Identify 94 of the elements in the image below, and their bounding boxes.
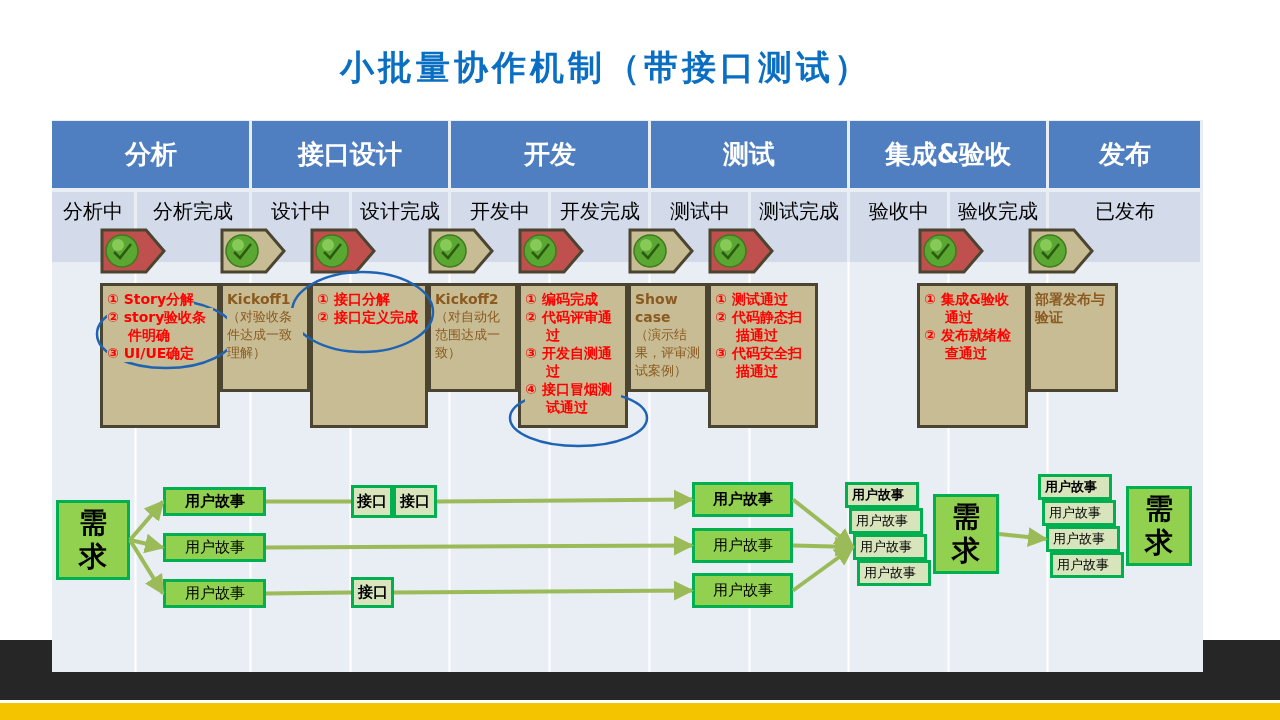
user-story-box (692, 482, 793, 517)
checklist-item: ② 接口定义完成 (317, 308, 418, 326)
interface-box (393, 485, 437, 518)
phase-header (850, 121, 1046, 188)
user-story-box (692, 528, 793, 563)
node-label: 用户故事 (1057, 556, 1109, 575)
arrow (128, 538, 165, 596)
checklist-card (518, 283, 628, 428)
checklist-item: ③ UI/UE确定 (107, 344, 195, 362)
phase-header (1049, 121, 1200, 188)
node-label: 验收中 (868, 198, 929, 225)
node-label: 用户故事 (184, 583, 245, 605)
note-card (428, 283, 518, 392)
node-label: 开发中 (469, 198, 530, 225)
note-card (220, 283, 310, 392)
node-label: 验收完成 (958, 198, 1038, 225)
phase-header (451, 121, 648, 188)
node-label: 发布 (1098, 138, 1151, 171)
node-label: 用户故事 (856, 512, 908, 531)
user-story-card (849, 508, 923, 534)
node-label: 设计完成 (360, 198, 440, 225)
node-label: 接口 (357, 491, 387, 513)
node-label: 需求 (79, 506, 107, 574)
node-label: 用户故事 (184, 537, 245, 559)
node-label: 用户故事 (864, 564, 916, 583)
user-story-card (1046, 526, 1120, 552)
node-label: 用户故事 (712, 489, 773, 511)
node-label: 分析 (124, 138, 177, 171)
arrow (791, 545, 855, 593)
user-story-card (857, 560, 931, 586)
user-story-box (163, 579, 266, 608)
user-story-box (163, 487, 266, 516)
arrow (394, 580, 694, 601)
node-label: 设计中 (270, 198, 331, 225)
node-label: 接口 (400, 491, 430, 513)
status-header (751, 192, 847, 262)
user-story-card (1042, 500, 1116, 526)
arrow (129, 533, 165, 554)
node-label: 需求 (952, 500, 980, 568)
phase-header (252, 121, 448, 188)
node-label: 已发布 (1094, 198, 1155, 225)
note-card (1028, 283, 1118, 392)
checklist-card (310, 283, 428, 428)
node-label: 用户故事 (860, 538, 912, 557)
user-story-card (853, 534, 927, 560)
checklist-card (708, 283, 818, 428)
requirement-box (1126, 486, 1192, 566)
interface-box (351, 577, 394, 608)
checklist-item: ① 测试通过 (715, 290, 788, 308)
user-story-card (845, 482, 919, 508)
checklist-card (100, 283, 220, 428)
requirement-box (933, 494, 999, 574)
user-story-card (1038, 474, 1112, 500)
node-label: 接口 (357, 582, 388, 604)
checklist-item: ① 编码完成 (525, 290, 598, 308)
user-story-card (1050, 552, 1124, 578)
arrow (792, 536, 855, 557)
checklist-item: ① Story分解 (107, 290, 195, 308)
checklist-item: ① 接口分解 (317, 290, 390, 308)
node-label: 用户故事 (184, 491, 245, 513)
node-label: 用户故事 (712, 580, 773, 602)
arrow (998, 527, 1048, 548)
phase-header (52, 121, 249, 188)
checklist-item: ② story验收条件明确 (107, 308, 213, 344)
arrow (437, 489, 694, 510)
node-label: 用户故事 (1049, 504, 1101, 523)
node-label: 需求 (1145, 492, 1173, 560)
checklist-card (917, 283, 1028, 428)
card-text: （对验收条件达成一致理解） (227, 308, 303, 362)
node-label: 开发 (523, 138, 576, 171)
requirement-box (56, 500, 130, 580)
node-label: 用户故事 (852, 486, 904, 505)
node-label: 测试 (723, 138, 775, 171)
arrow (266, 535, 694, 556)
phase-header (651, 121, 847, 188)
page-title: 小批量协作机制（带接口测试） (340, 46, 872, 89)
arrow (791, 497, 855, 549)
node-label: 测试完成 (759, 198, 839, 225)
checklist-item: ④ 接口冒烟测试通过 (525, 380, 621, 416)
node-label: 接口设计 (298, 138, 402, 171)
interface-box (351, 485, 393, 518)
node-label: 用户故事 (1045, 478, 1097, 497)
node-label: 分析完成 (153, 198, 233, 225)
node-label: 测试中 (669, 198, 730, 225)
node-label: 集成&验收 (884, 138, 1012, 171)
node-label: 用户故事 (1053, 530, 1105, 549)
node-label: 分析中 (63, 198, 123, 225)
note-card (628, 283, 708, 392)
node-label: 用户故事 (712, 535, 773, 557)
user-story-box (692, 573, 793, 608)
card-text: （演示结果，评审测试案例） (635, 326, 701, 380)
arrow (128, 500, 165, 542)
user-story-box (163, 533, 266, 562)
node-label: 开发完成 (559, 198, 640, 225)
